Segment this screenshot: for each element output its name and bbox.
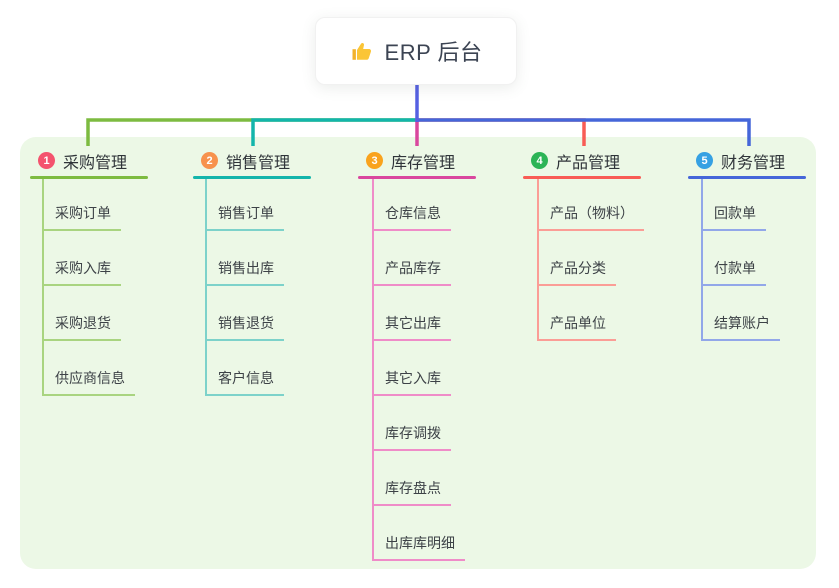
root-node[interactable]: ERP 后台 [315, 17, 517, 85]
branch-2-header[interactable]: 2 销售管理 [201, 149, 290, 172]
branch-4-title: 产品管理 [556, 154, 621, 172]
leaf-node-5-3[interactable]: 结算账户 [701, 315, 780, 341]
leaf-node-1-1[interactable]: 采购订单 [42, 205, 121, 231]
branch-3-title: 库存管理 [391, 154, 456, 172]
leaf-node-4-2[interactable]: 产品分类 [537, 260, 616, 286]
leaf-node-3-7[interactable]: 出库库明细 [372, 535, 465, 561]
leaf-node-2-3[interactable]: 销售退货 [205, 315, 284, 341]
leaf-node-3-6[interactable]: 库存盘点 [372, 480, 451, 506]
leaf-node-4-3[interactable]: 产品单位 [537, 315, 616, 341]
branch-2-vertical-line [205, 178, 207, 395]
leaf-node-3-3[interactable]: 其它出库 [372, 315, 451, 341]
leaf-node-3-4[interactable]: 其它入库 [372, 370, 451, 396]
branch-5-underline [688, 176, 806, 179]
leaf-node-5-1[interactable]: 回款单 [701, 205, 766, 231]
leaf-node-2-1[interactable]: 销售订单 [205, 205, 284, 231]
thumbs-up-icon [350, 39, 374, 63]
branch-1-header[interactable]: 1 采购管理 [38, 149, 127, 172]
branches-panel [20, 137, 816, 569]
leaf-node-3-2[interactable]: 产品库存 [372, 260, 451, 286]
branch-2-underline [193, 176, 311, 179]
branch-5-header[interactable]: 5 财务管理 [696, 149, 785, 172]
branch-3-underline [358, 176, 476, 179]
branch-5-number-badge: 5 [696, 152, 713, 169]
branch-3-number-badge: 3 [366, 152, 383, 169]
leaf-node-4-1[interactable]: 产品（物料） [537, 205, 644, 231]
leaf-node-2-2[interactable]: 销售出库 [205, 260, 284, 286]
leaf-node-1-3[interactable]: 采购退货 [42, 315, 121, 341]
branch-1-number-badge: 1 [38, 152, 55, 169]
leaf-node-1-2[interactable]: 采购入库 [42, 260, 121, 286]
branch-2-title: 销售管理 [226, 154, 291, 172]
leaf-node-5-2[interactable]: 付款单 [701, 260, 766, 286]
branch-1-title: 采购管理 [63, 154, 128, 172]
leaf-node-3-1[interactable]: 仓库信息 [372, 205, 451, 231]
branch-5-title: 财务管理 [721, 154, 786, 172]
root-title: ERP 后台 [384, 40, 483, 65]
branch-4-header[interactable]: 4 产品管理 [531, 149, 620, 172]
branch-3-vertical-line [372, 178, 374, 560]
leaf-node-3-5[interactable]: 库存调拨 [372, 425, 451, 451]
branch-4-number-badge: 4 [531, 152, 548, 169]
branch-5-vertical-line [701, 178, 703, 340]
branch-1-vertical-line [42, 178, 44, 395]
branch-3-header[interactable]: 3 库存管理 [366, 149, 455, 172]
leaf-node-1-4[interactable]: 供应商信息 [42, 370, 135, 396]
branch-4-underline [523, 176, 641, 179]
leaf-node-2-4[interactable]: 客户信息 [205, 370, 284, 396]
branch-1-underline [30, 176, 148, 179]
branch-4-vertical-line [537, 178, 539, 340]
branch-2-number-badge: 2 [201, 152, 218, 169]
